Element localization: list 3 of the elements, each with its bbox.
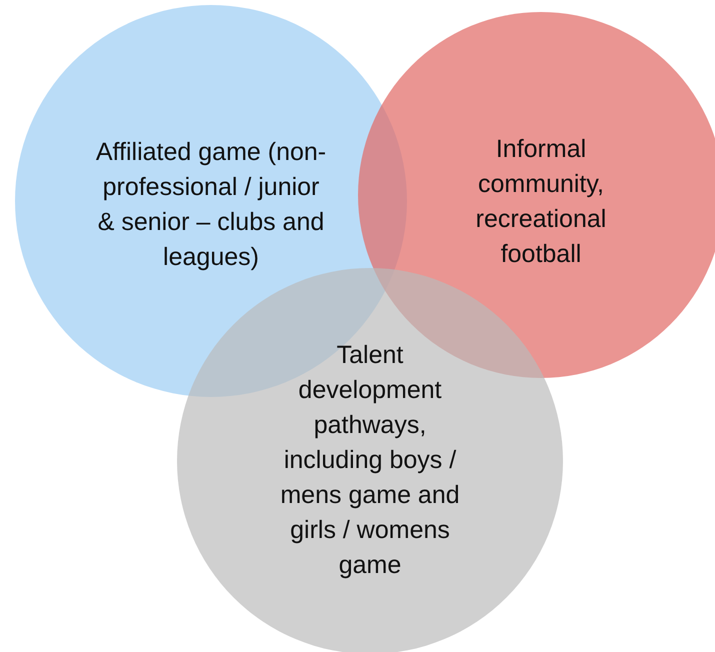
circle-label: Informal community, recreational football	[474, 134, 608, 270]
circle-label: Talent development pathways, including boys / mens game and girls / womens game	[279, 340, 461, 581]
circle-label: Affiliated game (non-professional / junior & senior – clubs and leagues)	[94, 137, 328, 273]
